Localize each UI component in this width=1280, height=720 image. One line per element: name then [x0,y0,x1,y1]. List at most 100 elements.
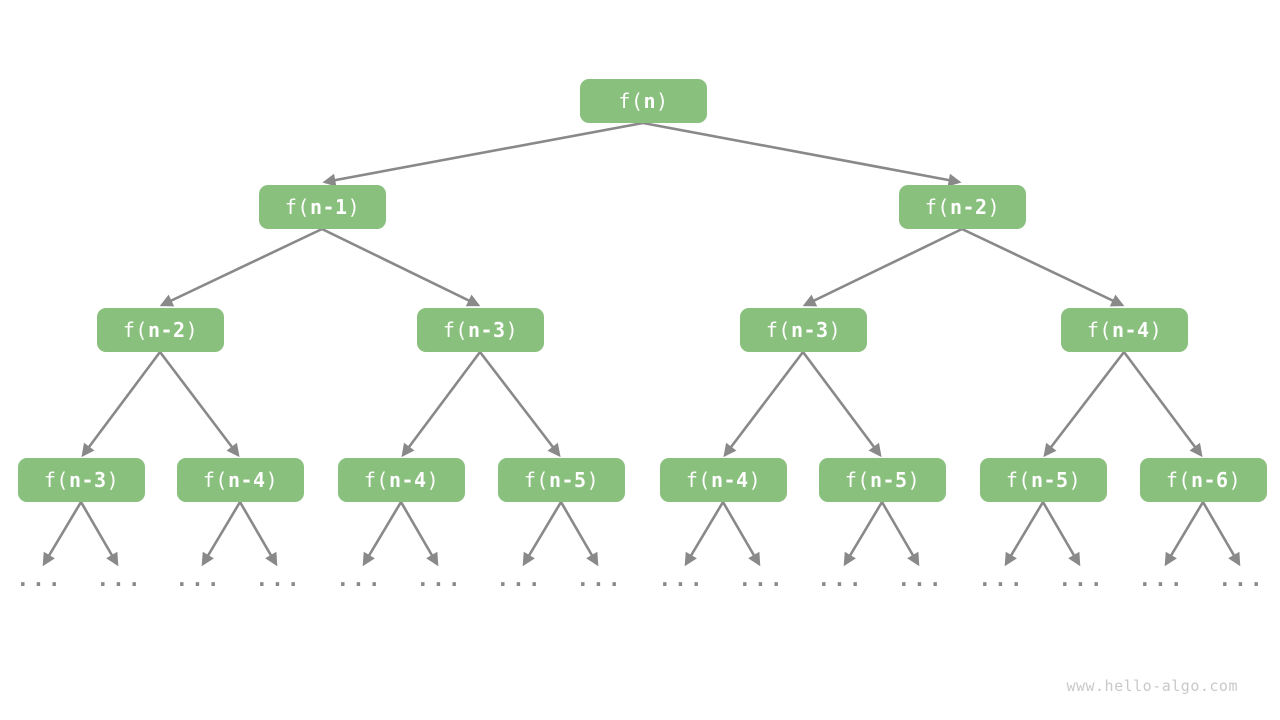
node-label-close: ) [907,468,921,492]
ellipsis: ... [96,567,144,591]
ellipsis: ... [255,567,303,591]
edge-arrow [1122,351,1203,458]
ellipsis: ... [576,567,624,591]
edge-arrow [721,501,761,567]
edge-arrow [321,227,481,307]
edge-arrow [399,501,439,567]
ellipsis: ... [496,567,544,591]
node-label-open: f( [442,318,468,342]
tree-node: f(n-5) [819,458,946,502]
node-label-close: ) [1228,468,1242,492]
tree-node: f(n-4) [660,458,787,502]
edge-arrow [1201,501,1241,567]
node-label-open: f( [43,468,69,492]
node-label-arg: n-4 [710,468,749,492]
ellipsis: ... [978,567,1026,591]
node-label-arg: n-4 [1111,318,1150,342]
node-label-close: ) [748,468,762,492]
node-label-close: ) [106,468,120,492]
tree-node: f(n-1) [259,185,386,229]
node-label-open: f( [685,468,711,492]
edge-arrow [362,501,403,567]
node-label-arg: n-2 [949,195,988,219]
node-label-arg: n-5 [548,468,587,492]
node-label-open: f( [765,318,791,342]
edge-arrow [1041,501,1081,567]
tree-node: f(n-5) [980,458,1107,502]
ellipsis: ... [175,567,223,591]
edge-arrow [401,351,482,458]
node-label-close: ) [505,318,519,342]
node-label-open: f( [618,89,644,113]
ellipsis: ... [16,567,64,591]
node-label-arg: n-3 [467,318,506,342]
ellipsis: ... [897,567,945,591]
edge-arrow [801,351,882,458]
edge-arrow [1004,501,1045,567]
node-label-close: ) [1149,318,1163,342]
edge-arrow [802,227,963,307]
node-label-open: f( [523,468,549,492]
node-label-open: f( [284,195,310,219]
edge-arrow [642,121,962,187]
tree-node: f(n-4) [1061,308,1188,352]
ellipsis: ... [1058,567,1106,591]
node-label-close: ) [347,195,361,219]
node-label-close: ) [656,89,669,113]
node-label-open: f( [122,318,148,342]
ellipsis: ... [1218,567,1266,591]
tree-node: f(n-3) [417,308,544,352]
node-label-close: ) [987,195,1001,219]
edge-arrow [79,501,119,567]
tree-node: f(n-4) [338,458,465,502]
edge-arrow [723,351,805,458]
ellipsis: ... [416,567,464,591]
tree-node-root: f(n) [580,79,707,123]
edge-arrow [158,351,240,458]
edge-arrow [961,227,1125,307]
node-label-open: f( [363,468,389,492]
ellipsis: ... [817,567,865,591]
tree-node: f(n-6) [1140,458,1267,502]
tree-node: f(n-4) [177,458,304,502]
node-label-open: f( [924,195,950,219]
node-label-open: f( [1165,468,1191,492]
edge-arrow [159,227,323,307]
node-label-close: ) [1068,468,1082,492]
node-label-arg: n-6 [1190,468,1229,492]
tree-node: f(n-2) [899,185,1026,229]
edge-arrow [522,501,563,567]
node-label-arg: n [643,89,657,113]
edge-arrow [1043,351,1126,458]
node-label-arg: n-1 [309,195,348,219]
node-label-arg: n-4 [227,468,266,492]
tree-node: f(n-3) [18,458,145,502]
edge-arrow [42,501,83,567]
node-label-close: ) [828,318,842,342]
node-label-arg: n-4 [388,468,427,492]
node-label-arg: n-5 [869,468,908,492]
edge-arrow [559,501,599,567]
tree-node: f(n-2) [97,308,224,352]
edge-arrow [322,121,644,187]
tree-node: f(n-5) [498,458,625,502]
edge-arrow [1164,501,1205,567]
node-label-arg: n-3 [790,318,829,342]
node-label-open: f( [202,468,228,492]
node-label-open: f( [844,468,870,492]
ellipsis: ... [1138,567,1186,591]
node-label-arg: n-5 [1030,468,1069,492]
node-label-open: f( [1086,318,1112,342]
edge-arrow [478,351,561,458]
node-label-close: ) [586,468,600,492]
edge-arrow [843,501,884,567]
edge-arrow [201,501,242,567]
tree-node: f(n-3) [740,308,867,352]
node-label-close: ) [265,468,279,492]
edge-arrow [880,501,920,567]
ellipsis: ... [738,567,786,591]
node-label-open: f( [1005,468,1031,492]
node-label-close: ) [426,468,440,492]
